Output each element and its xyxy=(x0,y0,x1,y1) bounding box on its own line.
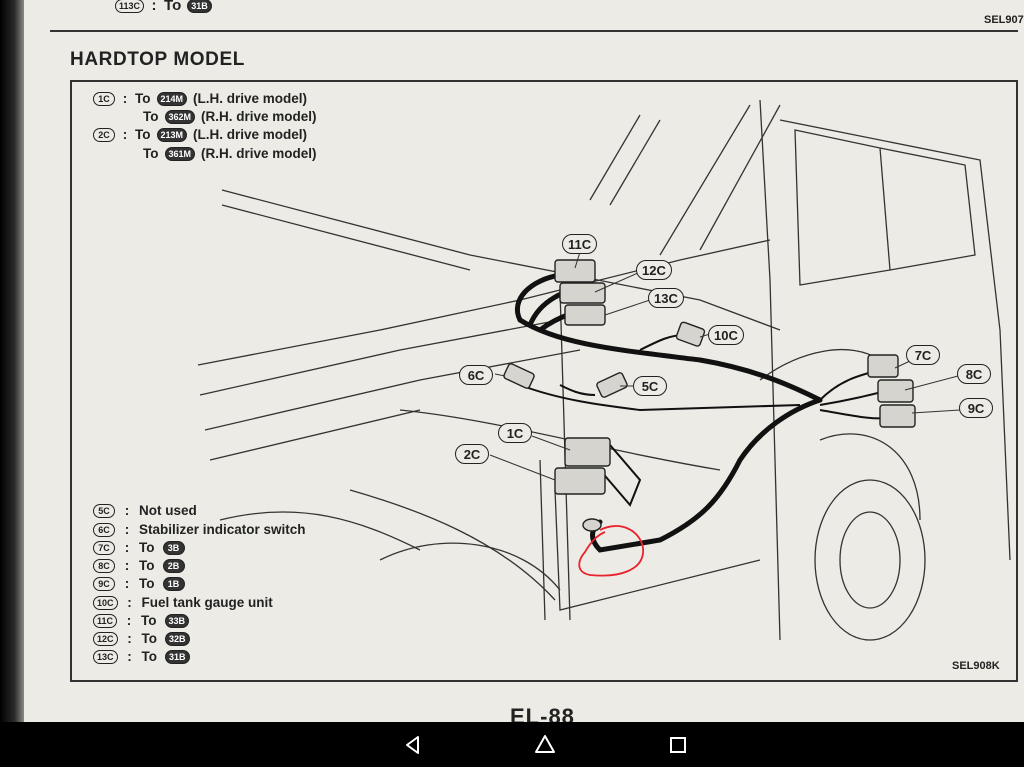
target-badge: 2B xyxy=(162,558,185,573)
code-badge: 8C xyxy=(93,558,115,573)
ref-row: 1C : To 214M (L.H. drive model) xyxy=(93,91,307,106)
callout-13c: 13C xyxy=(648,288,684,308)
target-badge: 214M xyxy=(156,91,188,106)
callout-10c: 10C xyxy=(708,325,744,345)
legend-row: 8C : To 2B xyxy=(93,558,185,573)
target-badge: 361M xyxy=(164,146,196,161)
target-badge: 33B xyxy=(164,613,190,628)
figure-code: SEL908K xyxy=(952,660,1000,672)
code-badge: 12C xyxy=(93,631,118,646)
divider xyxy=(50,30,1018,32)
code-badge: 113C xyxy=(115,0,145,13)
legend-row: 10C : Fuel tank gauge unit xyxy=(93,595,273,610)
code-badge: 5C xyxy=(93,503,115,518)
back-button[interactable] xyxy=(400,732,426,758)
legend-row: 5C : Not used xyxy=(93,503,197,518)
code-badge: 6C xyxy=(93,522,115,537)
target-badge: 3B xyxy=(162,540,185,555)
callout-1c: 1C xyxy=(498,423,532,443)
recents-button[interactable] xyxy=(665,732,691,758)
callout-7c: 7C xyxy=(906,345,940,365)
code-badge: 10C xyxy=(93,595,118,610)
target-badge: 213M xyxy=(156,127,188,142)
legend-row: 12C : To 32B xyxy=(93,631,190,646)
legend-row: 9C : To 1B xyxy=(93,576,185,591)
legend-row: 13C : To 31B xyxy=(93,649,190,664)
legend-row: 6C : Stabilizer indicator switch xyxy=(93,522,306,537)
ref-row: To 362M (R.H. drive model) xyxy=(143,109,317,124)
recents-icon xyxy=(670,737,686,753)
callout-8c: 8C xyxy=(957,364,991,384)
ref-row: To 361M (R.H. drive model) xyxy=(143,146,317,161)
navigation-bar xyxy=(0,722,1024,767)
back-icon xyxy=(406,736,419,754)
code-badge: 2C xyxy=(93,127,115,142)
legend-row: 11C : To 33B xyxy=(93,613,190,628)
top-note: 113C : To 31B xyxy=(115,0,212,14)
target-badge: 362M xyxy=(164,109,196,124)
figure-frame xyxy=(70,80,1018,682)
ref-row: 2C : To 213M (L.H. drive model) xyxy=(93,127,307,142)
target-badge: 1B xyxy=(162,576,185,591)
legend-row: 7C : To 3B xyxy=(93,540,185,555)
page-number: EL-88 xyxy=(510,704,575,722)
code-badge: 13C xyxy=(93,649,118,664)
target-badge: 31B xyxy=(165,649,190,664)
callout-11c: 11C xyxy=(562,234,598,254)
code-badge: 1C xyxy=(93,91,115,106)
code-badge: 11C xyxy=(93,613,118,628)
callout-2c: 2C xyxy=(455,444,489,464)
screen-edge-shadow xyxy=(0,0,24,722)
callout-12c: 12C xyxy=(636,260,672,280)
target-badge: 31B xyxy=(187,0,212,13)
prev-figure-code: SEL907K xyxy=(984,14,1024,26)
section-title: HARDTOP MODEL xyxy=(70,49,245,70)
code-badge: 7C xyxy=(93,540,115,555)
callout-5c: 5C xyxy=(633,376,667,396)
home-icon xyxy=(535,735,555,753)
home-button[interactable] xyxy=(532,732,558,758)
code-badge: 9C xyxy=(93,576,115,591)
to-label: To xyxy=(164,0,182,14)
callout-9c: 9C xyxy=(959,398,993,418)
target-badge: 32B xyxy=(165,631,190,646)
callout-6c: 6C xyxy=(459,365,493,385)
